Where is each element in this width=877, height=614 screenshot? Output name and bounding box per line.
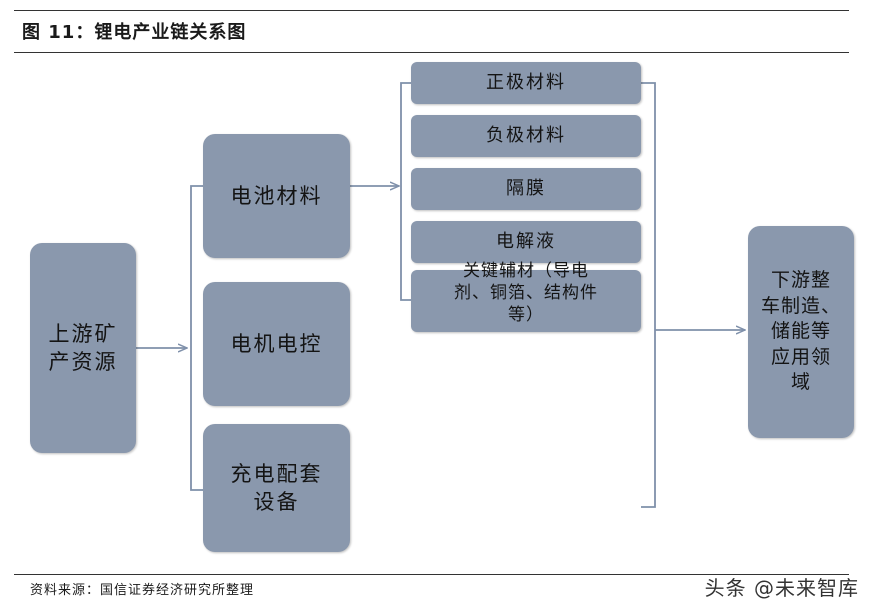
node-anode-label: 负极材料 (486, 124, 566, 146)
bottom-rule (14, 574, 849, 575)
node-separator: 隔膜 (411, 168, 641, 210)
node-key-auxiliary-label: 关键辅材（导电 剂、铜箔、结构件 等） (454, 261, 598, 326)
node-cathode: 正极材料 (411, 62, 641, 104)
node-separator-label: 隔膜 (506, 177, 546, 199)
node-electrolyte: 电解液 (411, 221, 641, 263)
node-cathode-label: 正极材料 (486, 71, 566, 93)
node-motor-control-label: 电机电控 (230, 331, 323, 356)
node-downstream-label: 下游整 车制造、 储能等 应用领 域 (760, 268, 841, 394)
middle-bracket (190, 185, 203, 491)
materials-bracket (400, 82, 411, 301)
node-upstream: 上游矿 产资源 (30, 243, 136, 453)
source-note: 资料来源：国信证券经济研究所整理 (30, 583, 255, 598)
top-rule (14, 10, 849, 11)
node-motor-control: 电机电控 (203, 282, 350, 406)
node-charging-equipment-label: 充电配套 设备 (230, 461, 323, 514)
right-bracket (641, 82, 656, 508)
figure-title: 图 11：锂电产业链关系图 (22, 22, 247, 43)
watermark: 头条 @未来智库 (704, 576, 859, 600)
node-key-auxiliary: 关键辅材（导电 剂、铜箔、结构件 等） (411, 261, 641, 332)
node-upstream-label: 上游矿 产资源 (48, 321, 118, 374)
node-anode: 负极材料 (411, 115, 641, 157)
node-battery-materials-label: 电池材料 (230, 183, 323, 208)
title-rule (14, 52, 849, 53)
node-charging-equipment: 充电配套 设备 (203, 424, 350, 552)
node-downstream: 下游整 车制造、 储能等 应用领 域 (748, 226, 854, 438)
node-battery-materials: 电池材料 (203, 134, 350, 258)
node-electrolyte-label: 电解液 (496, 230, 556, 252)
